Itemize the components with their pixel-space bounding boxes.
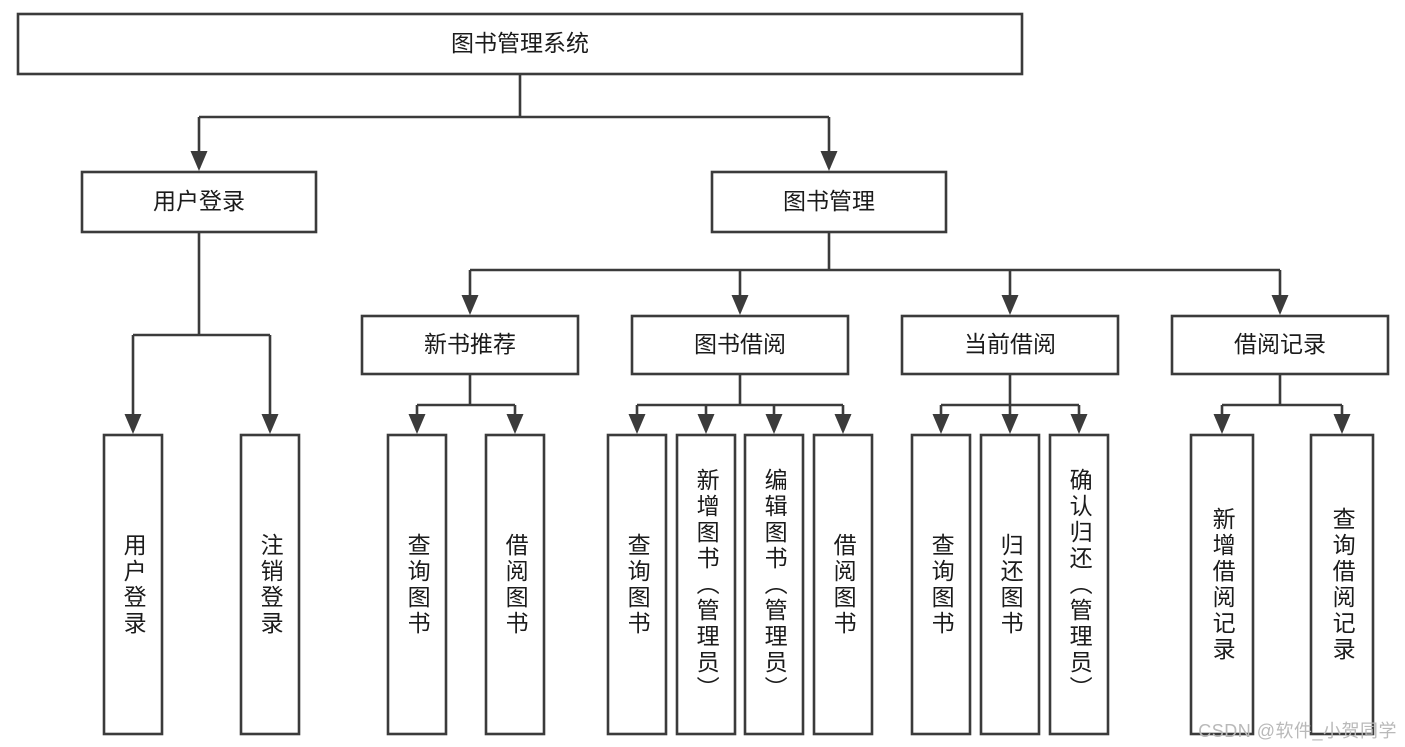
node-box-rect[interactable]	[675, 433, 737, 736]
node-level3-2[interactable]	[900, 314, 1120, 376]
node-box-rect[interactable]	[606, 433, 668, 736]
leaf-box-11[interactable]	[1189, 433, 1255, 736]
node-box-rect[interactable]	[900, 314, 1120, 376]
node-box-rect[interactable]	[630, 314, 850, 376]
arrow-head-icon	[731, 295, 749, 315]
node-box-rect[interactable]	[979, 433, 1041, 736]
leaf-box-12[interactable]	[1309, 433, 1375, 736]
leaf-box-5[interactable]	[675, 433, 737, 736]
node-level3-label-1: 图书借阅	[694, 331, 786, 357]
node-level3-3[interactable]	[1170, 314, 1390, 376]
node-box-rect[interactable]	[812, 433, 874, 736]
arrow-head-icon	[190, 151, 208, 171]
arrow-head-icon	[1213, 414, 1231, 434]
arrow-head-icon	[834, 414, 852, 434]
leaf-box-1[interactable]	[239, 433, 301, 736]
arrow-head-icon	[1271, 295, 1289, 315]
node-level2-label-1: 图书管理	[783, 188, 875, 214]
node-boxes	[16, 12, 1390, 736]
csdn-watermark: CSDN @软件_小贺同学	[1198, 721, 1397, 741]
leaf-box-0[interactable]	[102, 433, 164, 736]
arrow-head-icon	[408, 414, 426, 434]
node-box-rect[interactable]	[910, 433, 972, 736]
arrow-head-icon	[506, 414, 524, 434]
node-box-rect[interactable]	[102, 433, 164, 736]
node-level3-label-2: 当前借阅	[964, 331, 1056, 357]
node-box-rect[interactable]	[484, 433, 546, 736]
node-level3-0[interactable]	[360, 314, 580, 376]
connector-lines	[124, 74, 1351, 434]
node-box-rect[interactable]	[1309, 433, 1375, 736]
node-box-rect[interactable]	[80, 170, 318, 234]
node-root-label: 图书管理系统	[451, 30, 589, 56]
node-level2-label-0: 用户登录	[153, 188, 245, 214]
arrow-head-icon	[124, 414, 142, 434]
leaf-box-7[interactable]	[812, 433, 874, 736]
node-level3-label-3: 借阅记录	[1234, 331, 1326, 357]
leaf-box-2[interactable]	[386, 433, 448, 736]
node-box-rect[interactable]	[1170, 314, 1390, 376]
arrow-head-icon	[1070, 414, 1088, 434]
node-box-rect[interactable]	[360, 314, 580, 376]
arrow-head-icon	[261, 414, 279, 434]
node-box-rect[interactable]	[1189, 433, 1255, 736]
arrow-head-icon	[820, 151, 838, 171]
arrow-head-icon	[628, 414, 646, 434]
leaf-box-9[interactable]	[979, 433, 1041, 736]
node-box-rect[interactable]	[1048, 433, 1110, 736]
node-level3-1[interactable]	[630, 314, 850, 376]
arrow-head-icon	[697, 414, 715, 434]
arrow-head-icon	[1333, 414, 1351, 434]
leaf-box-8[interactable]	[910, 433, 972, 736]
node-level3-label-0: 新书推荐	[424, 331, 516, 357]
leaf-box-4[interactable]	[606, 433, 668, 736]
arrow-head-icon	[1001, 414, 1019, 434]
node-level2-0[interactable]	[80, 170, 318, 234]
node-box-rect[interactable]	[743, 433, 805, 736]
node-level2-1[interactable]	[710, 170, 948, 234]
arrow-head-icon	[1001, 295, 1019, 315]
leaf-box-3[interactable]	[484, 433, 546, 736]
node-root[interactable]	[16, 12, 1024, 76]
node-box-rect[interactable]	[386, 433, 448, 736]
arrow-head-icon	[932, 414, 950, 434]
node-box-rect[interactable]	[16, 12, 1024, 76]
leaf-box-6[interactable]	[743, 433, 805, 736]
node-box-rect[interactable]	[239, 433, 301, 736]
arrow-head-icon	[461, 295, 479, 315]
arrow-head-icon	[765, 414, 783, 434]
node-box-rect[interactable]	[710, 170, 948, 234]
leaf-box-10[interactable]	[1048, 433, 1110, 736]
